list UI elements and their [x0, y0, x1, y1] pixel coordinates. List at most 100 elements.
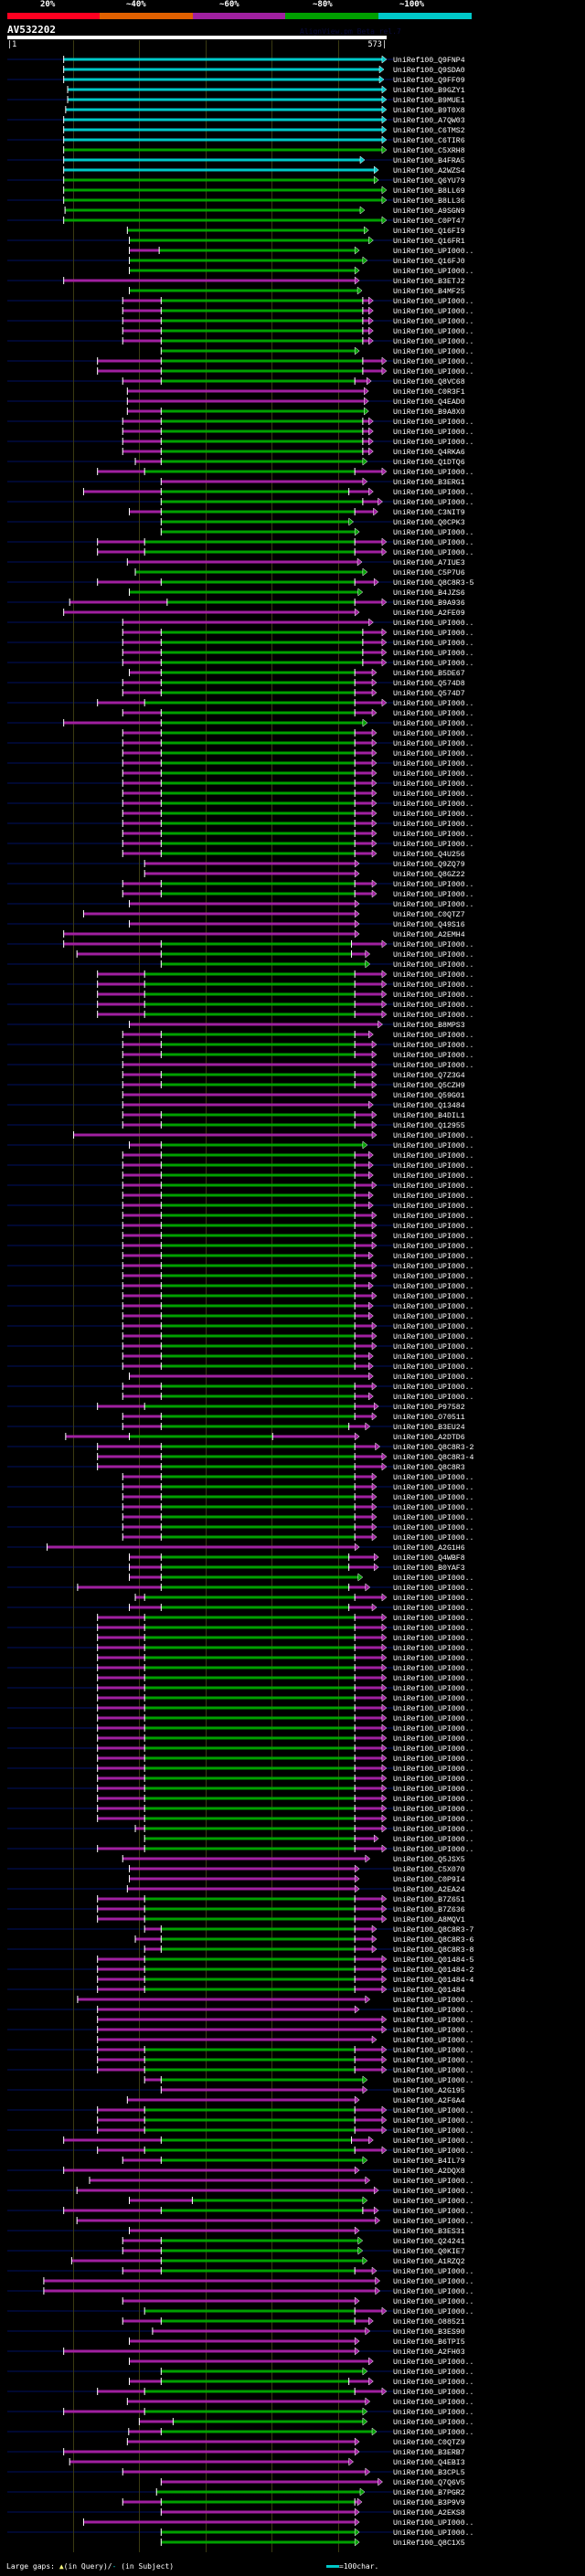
hit-label[interactable]: UniRef100_UPI000..	[393, 1171, 473, 1181]
hit-label[interactable]: UniRef100_C0R3F1	[393, 387, 465, 397]
hit-label[interactable]: UniRef100_A2DQX8	[393, 2167, 465, 2176]
hit-label[interactable]: UniRef100_Q16FJ0	[393, 257, 465, 266]
hit-label[interactable]: UniRef100_UPI000..	[393, 1584, 473, 1593]
hit-label[interactable]: UniRef100_UPI000..	[393, 1634, 473, 1643]
hit-label[interactable]: UniRef100_UPI000..	[393, 347, 473, 356]
hit-label[interactable]: UniRef100_UPI000..	[393, 1272, 473, 1281]
hit-label[interactable]: UniRef100_UPI000..	[393, 2116, 473, 2125]
hit-label[interactable]: UniRef100_UPI000..	[393, 2177, 473, 2186]
hit-label[interactable]: UniRef100_UPI000..	[393, 1061, 473, 1070]
hit-label[interactable]: UniRef100_UPI000..	[393, 769, 473, 779]
hit-label[interactable]: UniRef100_Q8GZ22	[393, 870, 465, 879]
hit-label[interactable]: UniRef100_Q1DTQ6	[393, 458, 465, 467]
hit-label[interactable]: UniRef100_A2G195	[393, 2086, 465, 2095]
hit-label[interactable]: UniRef100_Q9SDA0	[393, 66, 465, 75]
hit-label[interactable]: UniRef100_UPI000..	[393, 528, 473, 537]
hit-label[interactable]: UniRef100_A9SGN9	[393, 207, 465, 216]
hit-label[interactable]: UniRef100_UPI000..	[393, 790, 473, 799]
hit-label[interactable]: UniRef100_UPI000..	[393, 2307, 473, 2316]
hit-label[interactable]: UniRef100_UPI000..	[393, 2368, 473, 2377]
hit-label[interactable]: UniRef100_O70511	[393, 1413, 465, 1422]
hit-label[interactable]: UniRef100_UPI000..	[393, 2378, 473, 2387]
hit-label[interactable]: UniRef100_UPI000..	[393, 2147, 473, 2156]
hit-label[interactable]: UniRef100_UPI000..	[393, 357, 473, 366]
hit-label[interactable]: UniRef100_UPI000..	[393, 1282, 473, 1291]
hit-label[interactable]: UniRef100_Q12955	[393, 1121, 465, 1130]
hit-label[interactable]: UniRef100_UPI000..	[393, 317, 473, 326]
hit-label[interactable]: UniRef100_UPI000..	[393, 1614, 473, 1623]
hit-label[interactable]: UniRef100_UPI000..	[393, 2066, 473, 2075]
hit-label[interactable]: UniRef100_UPI000..	[393, 2026, 473, 2035]
hit-label[interactable]: UniRef100_O88521	[393, 2317, 465, 2327]
hit-label[interactable]: UniRef100_UPI000..	[393, 981, 473, 990]
hit-label[interactable]: UniRef100_Q13484	[393, 1101, 465, 1110]
hit-label[interactable]: UniRef100_A2F6A4	[393, 2096, 465, 2105]
hit-label[interactable]: UniRef100_B3ETJ2	[393, 277, 465, 286]
hit-label[interactable]: UniRef100_UPI000..	[393, 1493, 473, 1502]
hit-label[interactable]: UniRef100_UPI000..	[393, 1533, 473, 1542]
hit-label[interactable]: UniRef100_Q9ZQ79	[393, 860, 465, 869]
hit-label[interactable]: UniRef100_UPI000..	[393, 2197, 473, 2206]
hit-label[interactable]: UniRef100_UPI000..	[393, 1775, 473, 1784]
hit-label[interactable]: UniRef100_UPI000..	[393, 1222, 473, 1231]
hit-label[interactable]: UniRef100_UPI000..	[393, 1654, 473, 1663]
hit-label[interactable]: UniRef100_A2EA24	[393, 1885, 465, 1894]
hit-label[interactable]: UniRef100_Q8C8R3-6	[393, 1935, 474, 1945]
hit-label[interactable]: UniRef100_UPI000..	[393, 1684, 473, 1693]
hit-label[interactable]: UniRef100_A8MQV1	[393, 1915, 465, 1924]
hit-label[interactable]: UniRef100_Q0CPK3	[393, 518, 465, 527]
hit-label[interactable]: UniRef100_Q4EAD0	[393, 398, 465, 407]
hit-label[interactable]: UniRef100_UPI000..	[393, 418, 473, 427]
hit-label[interactable]: UniRef100_B9GZY1	[393, 86, 465, 95]
hit-label[interactable]: UniRef100_B5DE67	[393, 669, 465, 678]
hit-label[interactable]: UniRef100_B3CPL5	[393, 2468, 465, 2477]
hit-label[interactable]: UniRef100_UPI000..	[393, 367, 473, 376]
hit-label[interactable]: UniRef100_UPI000..	[393, 1031, 473, 1040]
hit-label[interactable]: UniRef100_UPI000..	[393, 297, 473, 306]
hit-label[interactable]: UniRef100_B3ES90	[393, 2327, 465, 2337]
hit-label[interactable]: UniRef100_Q4U256	[393, 850, 465, 859]
hit-label[interactable]: UniRef100_UPI000..	[393, 719, 473, 728]
hit-label[interactable]: UniRef100_Q0KIE7	[393, 2247, 465, 2256]
hit-label[interactable]: UniRef100_B8LL69	[393, 186, 465, 196]
hit-label[interactable]: UniRef100_UPI000..	[393, 991, 473, 1000]
hit-label[interactable]: UniRef100_B9A936	[393, 599, 465, 608]
hit-label[interactable]: UniRef100_Q01484-2	[393, 1966, 474, 1975]
hit-label[interactable]: UniRef100_B6TPI5	[393, 2337, 465, 2347]
hit-label[interactable]: UniRef100_UPI000..	[393, 2036, 473, 2045]
hit-label[interactable]: UniRef100_A7QW03	[393, 116, 465, 125]
hit-label[interactable]: UniRef100_UPI000..	[393, 2046, 473, 2055]
hit-label[interactable]: UniRef100_C5P7U6	[393, 568, 465, 578]
hit-label[interactable]: UniRef100_A2FH03	[393, 2348, 465, 2357]
hit-label[interactable]: UniRef100_UPI000..	[393, 1805, 473, 1814]
hit-label[interactable]: UniRef100_Q4RKA6	[393, 448, 465, 457]
hit-label[interactable]: UniRef100_UPI000..	[393, 1483, 473, 1492]
hit-label[interactable]: UniRef100_UPI000..	[393, 2016, 473, 2025]
hit-label[interactable]: UniRef100_UPI000..	[393, 2056, 473, 2065]
hit-label[interactable]: UniRef100_UPI000..	[393, 2187, 473, 2196]
hit-label[interactable]: UniRef100_B4FRA5	[393, 156, 465, 165]
hit-label[interactable]: UniRef100_UPI000..	[393, 1624, 473, 1633]
hit-label[interactable]: UniRef100_Q9FNP4	[393, 56, 465, 65]
hit-label[interactable]: UniRef100_UPI000..	[393, 1644, 473, 1653]
hit-label[interactable]: UniRef100_Q5CZH9	[393, 1081, 465, 1090]
hit-label[interactable]: UniRef100_UPI000..	[393, 1754, 473, 1764]
hit-label[interactable]: UniRef100_UPI000..	[393, 498, 473, 507]
hit-label[interactable]: UniRef100_UPI000..	[393, 1332, 473, 1341]
hit-label[interactable]: UniRef100_UPI000..	[393, 1845, 473, 1854]
hit-label[interactable]: UniRef100_UPI000..	[393, 1674, 473, 1683]
hit-label[interactable]: UniRef100_UPI000..	[393, 1795, 473, 1804]
hit-label[interactable]: UniRef100_UPI000..	[393, 900, 473, 909]
hit-label[interactable]: UniRef100_UPI000..	[393, 619, 473, 628]
hit-label[interactable]: UniRef100_UPI000..	[393, 1182, 473, 1191]
hit-label[interactable]: UniRef100_UPI000..	[393, 1996, 473, 2005]
hit-label[interactable]: UniRef100_UPI000..	[393, 890, 473, 899]
hit-label[interactable]: UniRef100_A2DTD6	[393, 1433, 465, 1442]
hit-label[interactable]: UniRef100_Q4EBI3	[393, 2458, 465, 2467]
hit-label[interactable]: UniRef100_UPI000..	[393, 810, 473, 819]
hit-label[interactable]: UniRef100_UPI000..	[393, 2388, 473, 2397]
hit-label[interactable]: UniRef100_UPI000..	[393, 2428, 473, 2437]
hit-label[interactable]: UniRef100_A2EKS8	[393, 2508, 465, 2518]
hit-label[interactable]: UniRef100_UPI000..	[393, 1373, 473, 1382]
hit-label[interactable]: UniRef100_UPI000..	[393, 1292, 473, 1301]
